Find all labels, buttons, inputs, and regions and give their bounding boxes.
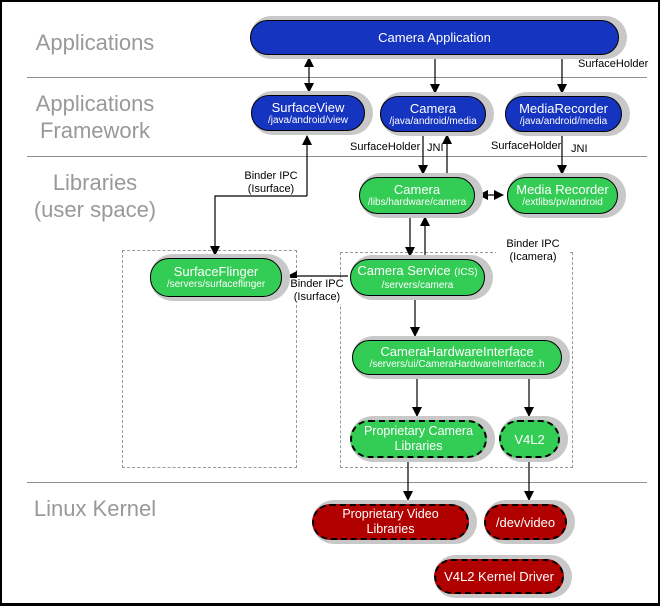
divider-libraries-kernel (27, 482, 647, 483)
label-binder-ipc-isurface-top: Binder IPC (Isurface) (244, 170, 298, 195)
node-proprietary-video-libraries: Proprietary Video Libraries (312, 504, 469, 540)
node-proprietary-camera-libraries: Proprietary Camera Libraries (350, 420, 487, 458)
divider-framework-libraries (27, 156, 647, 157)
surfaceflinger-group-rect (122, 250, 297, 468)
node-camera-java: Camera /java/android/media (380, 96, 486, 132)
node-surfaceview: SurfaceView /java/android/view (251, 95, 365, 131)
node-media-recorder-lib: Media Recorder /extlibs/pv/android (507, 177, 618, 214)
label-binder-ipc-icamera: Binder IPC (Icamera) (496, 238, 570, 264)
label-jni-media: JNI (571, 143, 588, 155)
layer-label-applications-framework: Applications Framework (35, 91, 155, 143)
layer-label-linux-kernel: Linux Kernel (33, 496, 157, 521)
node-v4l2: V4L2 (499, 420, 560, 458)
node-camera-lib: Camera /libs/hardware/camera (359, 177, 475, 214)
node-dev-video: /dev/video (484, 504, 567, 540)
divider-applications-framework (27, 77, 647, 78)
node-camera-service: Camera Service (ICS) /servers/camera (350, 259, 485, 296)
node-v4l2-kernel-driver: V4L2 Kernel Driver (434, 559, 564, 594)
camera-service-group-rect (340, 252, 573, 468)
node-mediarecorder-java: MediaRecorder /java/android/media (505, 96, 622, 132)
label-binder-ipc-isurface-mid: Binder IPC (Isurface) (285, 278, 349, 304)
label-surfaceholder-camera: SurfaceHolder (350, 141, 421, 153)
layer-label-applications: Applications (35, 30, 155, 55)
node-camera-application: Camera Application (250, 20, 619, 55)
label-surfaceholder-media: SurfaceHolder (491, 140, 562, 152)
layer-label-libraries: Libraries (user space) (33, 170, 157, 222)
node-camerahardwareinterface: CameraHardwareInterface /servers/ui/Came… (352, 340, 562, 375)
node-surfaceflinger: SurfaceFlinger /servers/surfaceflinger (150, 258, 282, 297)
label-surfaceholder-top: SurfaceHolder (578, 58, 649, 70)
label-jni-camera: JNI (427, 142, 444, 154)
